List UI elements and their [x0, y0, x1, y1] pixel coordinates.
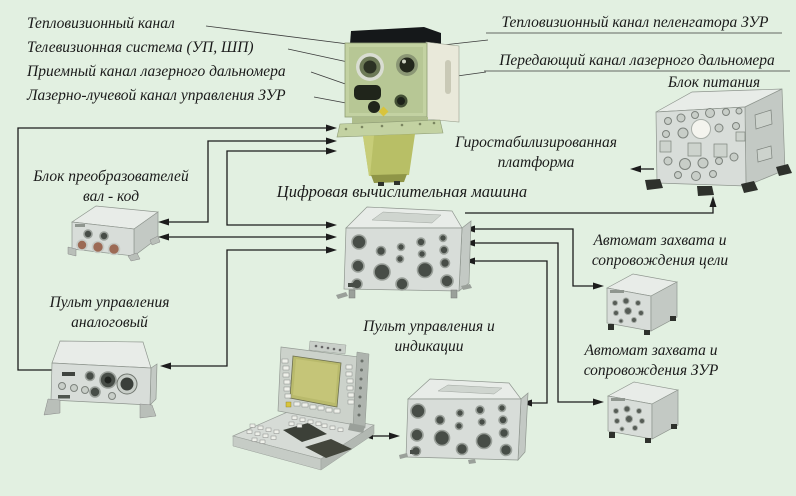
label-control-indication-panel: Пульт управления и индикации: [363, 318, 495, 355]
label-tv-system: Телевизионная система (УП, ШП): [27, 39, 254, 56]
label-sam-tracker: Автомат захвата и сопровождения ЗУР: [583, 342, 719, 379]
label-digital-computer: Цифровая вычислительная машина: [276, 182, 528, 201]
optical-head-device: [336, 27, 460, 186]
label-power-supply: Блок питания: [667, 74, 761, 91]
sam-tracker-device: [607, 381, 679, 444]
label-callouts: [205, 25, 790, 104]
label-gyro-platform: Гиростабилизированная платформа: [455, 134, 617, 171]
power-supply-device: [645, 88, 792, 196]
laptop-console-device: [231, 340, 375, 471]
label-thermal-channel: Тепловизионный канал: [27, 15, 175, 32]
target-tracker-device: [606, 273, 678, 336]
keyboard-keys: [246, 415, 344, 444]
label-target-tracker: Автомат захвата и сопровождения цели: [591, 232, 729, 269]
label-laser-tx-channel: Передающий канал лазерного дальномера: [499, 52, 775, 69]
label-laser-rx-channel: Приемный канал лазерного дальномера: [27, 63, 286, 80]
screen-buttons: [281, 358, 355, 414]
shaft-code-converter-device: [67, 205, 161, 262]
label-shaft-code-converter: Блок преобразователей вал - код: [33, 168, 189, 205]
digital-computer-device: [336, 206, 472, 299]
indication-electronics-device: [399, 378, 529, 464]
label-sam-df-thermal: Тепловизионный канал пеленгатора ЗУР: [501, 14, 769, 31]
analog-control-panel-device: [43, 340, 158, 419]
label-analog-control-panel: Пульт управления аналоговый: [49, 294, 170, 331]
connection-wires: [17, 124, 717, 440]
label-laser-beam-control: Лазерно-лучевой канал управления ЗУР: [27, 87, 286, 104]
